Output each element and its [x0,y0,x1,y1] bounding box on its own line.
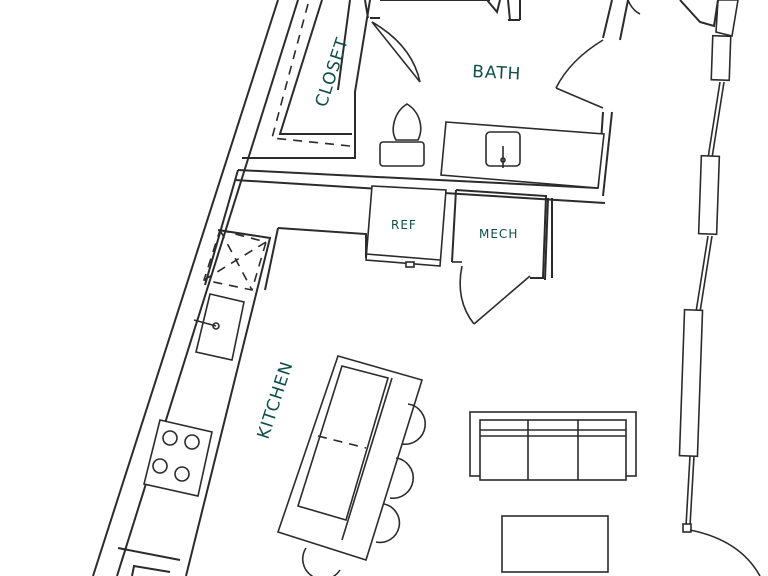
bath-door2-swing [555,39,604,89]
closet-room [242,0,371,159]
bar-stool [375,503,401,544]
room-label-closet: CLOSET [312,35,353,110]
bar-stool [401,403,426,446]
mech-closet [451,189,548,325]
bath-door-swing [371,21,421,83]
refrigerator [365,185,447,268]
dishwasher [202,229,267,291]
bar-stool [301,547,341,576]
room-label-bath: BATH [472,62,522,85]
room-label-ref: REF [391,218,417,232]
vanity-sink [440,121,605,189]
bath-room [234,0,629,204]
burner-icon [184,434,200,450]
room-label-mech: MECH [479,227,518,241]
kitchen-counter [117,229,272,576]
kitchen-sink [193,293,245,361]
room-label-kitchen: KITCHEN [254,359,298,442]
bar-stool [389,457,414,500]
kitchen-island [276,355,426,576]
partition-walls [204,169,553,291]
coffee-table [501,515,609,573]
entry-door-swing [689,529,761,576]
toilet-fixture [379,103,425,167]
range-cooktop [143,419,213,497]
burner-icon [174,466,190,482]
exterior-wall-east [627,0,761,576]
burner-icon [152,458,168,474]
mech-door-swing [459,265,475,325]
burner-icon [162,430,178,446]
sofa [469,411,637,481]
